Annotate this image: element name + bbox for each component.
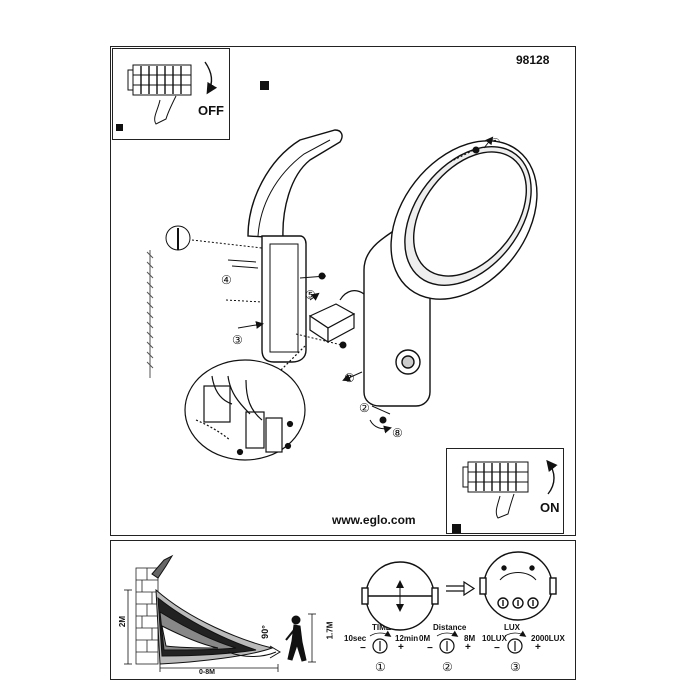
- lux-max: 2000LUX: [531, 634, 565, 643]
- callout-3: ③: [232, 333, 243, 347]
- width-label: 0-8M: [199, 669, 215, 676]
- callout-7: ⑦: [344, 371, 355, 385]
- callout-1: ①: [490, 136, 501, 150]
- distance-number: ②: [442, 660, 453, 674]
- time-minus-sign: −: [360, 643, 366, 654]
- time-plus-sign: +: [398, 642, 404, 653]
- distance-plus-sign: +: [465, 642, 471, 653]
- on-label: ON: [540, 500, 560, 515]
- callout-4: ④: [221, 273, 232, 287]
- lux-minus-sign: −: [494, 643, 500, 654]
- callout-9: ⑨: [452, 146, 463, 160]
- callout-6: ⑥: [269, 386, 280, 400]
- lux-min: 10LUX: [482, 634, 507, 643]
- angle-label: 90°: [259, 625, 270, 639]
- upper-frame: [110, 46, 576, 536]
- wire-live-label: L: [218, 364, 225, 376]
- off-label: OFF: [198, 103, 224, 118]
- lower-frame: [110, 540, 576, 680]
- website-url: www.eglo.com: [332, 513, 416, 527]
- height-label: 2M: [118, 615, 128, 628]
- distance-title: Distance: [433, 623, 467, 632]
- time-max: 12min: [395, 634, 419, 643]
- callout-5: ⑤: [305, 288, 316, 302]
- model-number: 98128: [516, 53, 550, 67]
- lux-plus-sign: +: [535, 642, 541, 653]
- callout-8: ⑧: [392, 426, 403, 440]
- callout-2: ②: [359, 401, 370, 415]
- wire-earth-label: ⏚: [236, 370, 247, 382]
- distance-min: 0M: [419, 634, 431, 643]
- distance-minus-sign: −: [427, 643, 433, 654]
- time-title: TIME: [372, 623, 392, 632]
- person-height-label: 1.7M: [325, 621, 335, 640]
- power-off-panel: [112, 48, 230, 140]
- wire-neutral-label: N: [255, 376, 263, 388]
- distance-max: 8M: [464, 634, 476, 643]
- lux-title: LUX: [504, 623, 520, 632]
- lux-number: ③: [510, 660, 521, 674]
- time-number: ①: [375, 660, 386, 674]
- time-min: 10sec: [344, 634, 367, 643]
- power-on-panel: [446, 448, 564, 534]
